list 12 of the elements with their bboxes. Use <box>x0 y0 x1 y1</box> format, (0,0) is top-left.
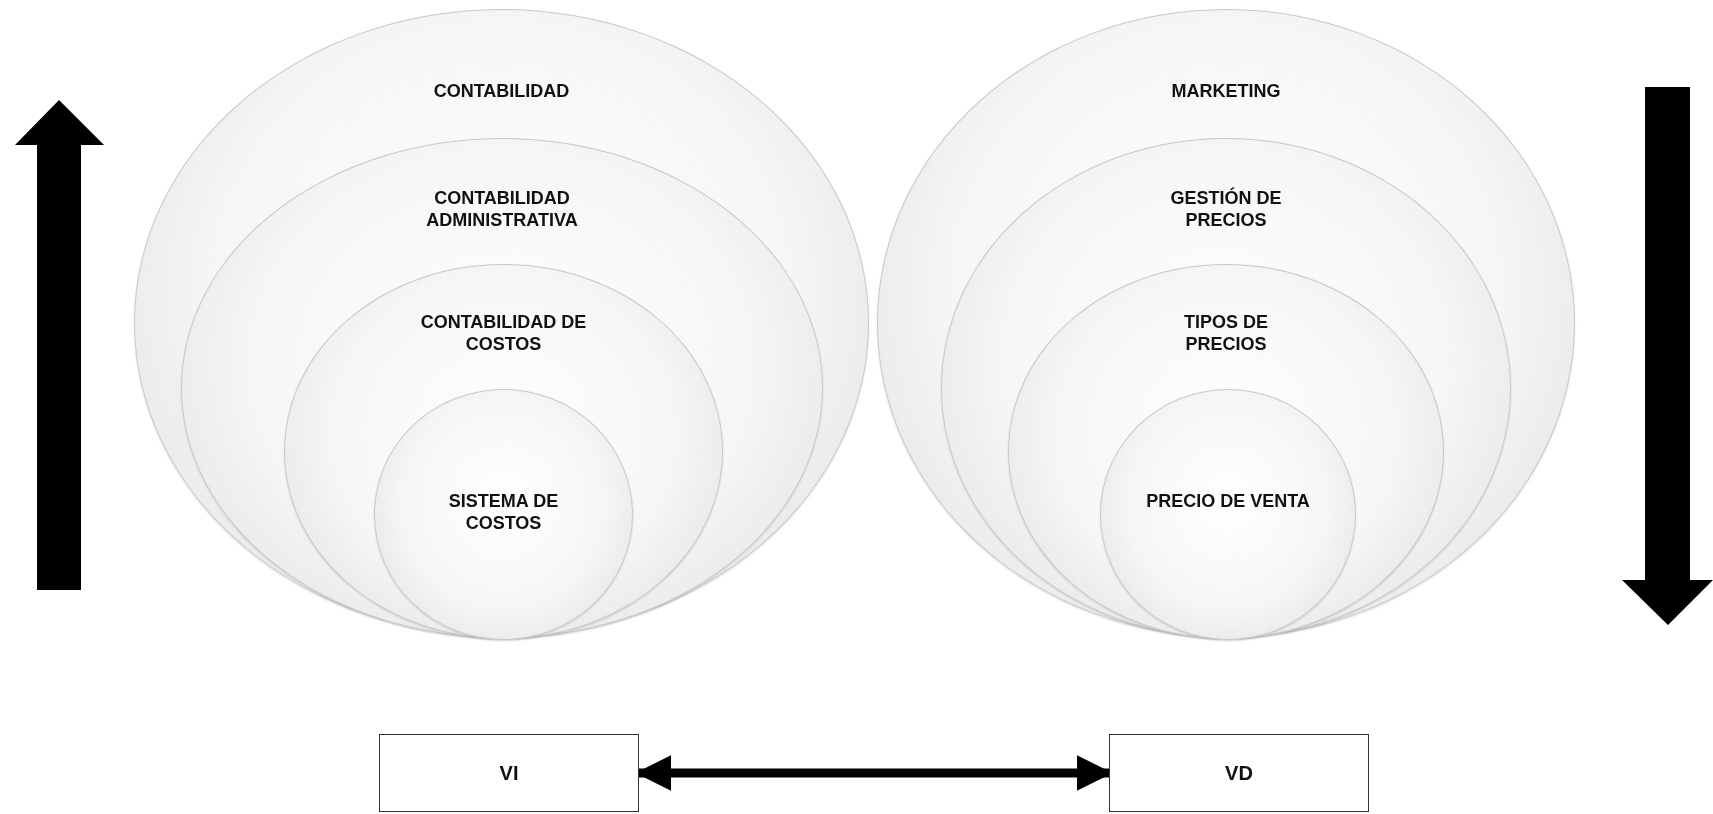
variable-label: VD <box>1225 761 1253 785</box>
variable-box <box>1109 734 1369 812</box>
ellipse-label: CONTABILIDAD <box>433 80 570 102</box>
ellipse-label: MARKETING <box>1171 80 1281 102</box>
ellipse-label: TIPOS DE PRECIOS <box>1183 311 1269 355</box>
ellipse-label: PRECIO DE VENTA <box>1146 490 1310 512</box>
ellipse-label: CONTABILIDAD ADMINISTRATIVA <box>425 187 579 231</box>
variable-label: VI <box>499 761 519 785</box>
ellipse-label: GESTIÓN DE PRECIOS <box>1169 187 1283 231</box>
ellipse-label: SISTEMA DE COSTOS <box>447 490 560 534</box>
variable-box <box>379 734 639 812</box>
ellipse-label: CONTABILIDAD DE COSTOS <box>419 311 588 355</box>
